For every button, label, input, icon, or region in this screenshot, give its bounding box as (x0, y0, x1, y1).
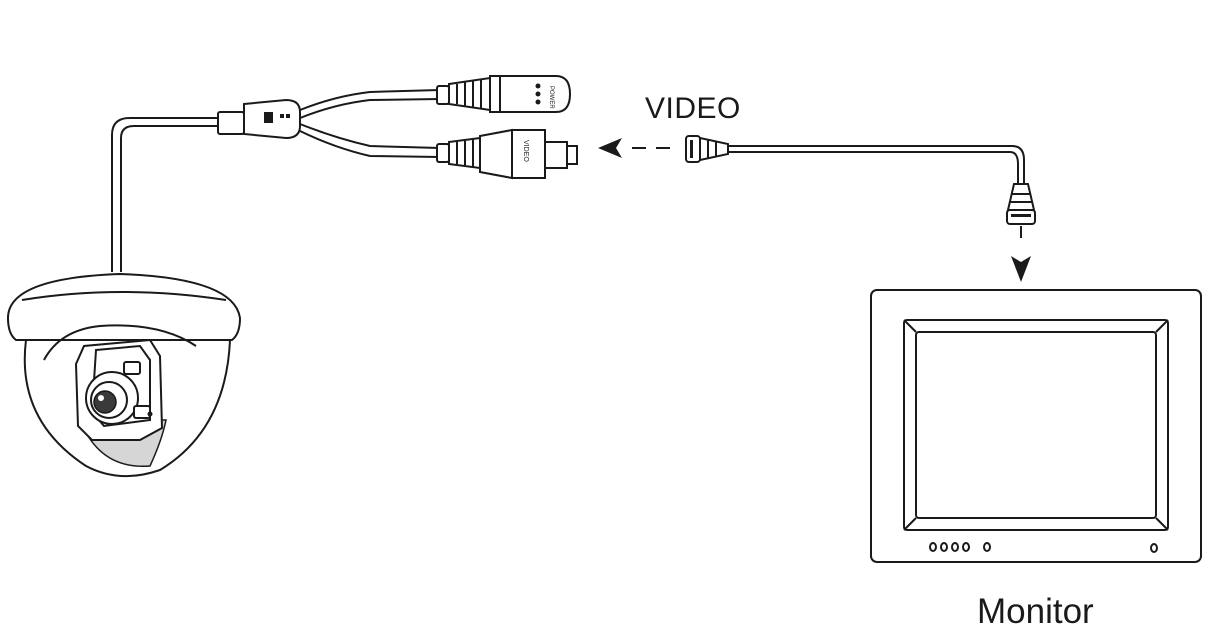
coax-cable (728, 145, 1025, 184)
arrow-left-icon (598, 138, 670, 158)
video-label: VIDEO (645, 92, 741, 125)
monitor-label: Monitor (977, 592, 1094, 631)
dome-camera-icon (6, 272, 242, 478)
monitor-icon (870, 289, 1202, 563)
camera-cable (111, 117, 220, 272)
power-plug-text: POWER (548, 86, 554, 109)
cable-splitter (217, 98, 301, 140)
cable-bnc-plug-right (1006, 183, 1036, 225)
power-connector-icon: POWER (436, 75, 572, 113)
branch-cables (299, 89, 441, 158)
cable-bnc-plug-left (685, 135, 729, 163)
arrow-down-icon (1011, 226, 1031, 282)
video-plug-text: VIDEO (522, 140, 529, 162)
bnc-connector-icon: VIDEO (436, 128, 578, 180)
